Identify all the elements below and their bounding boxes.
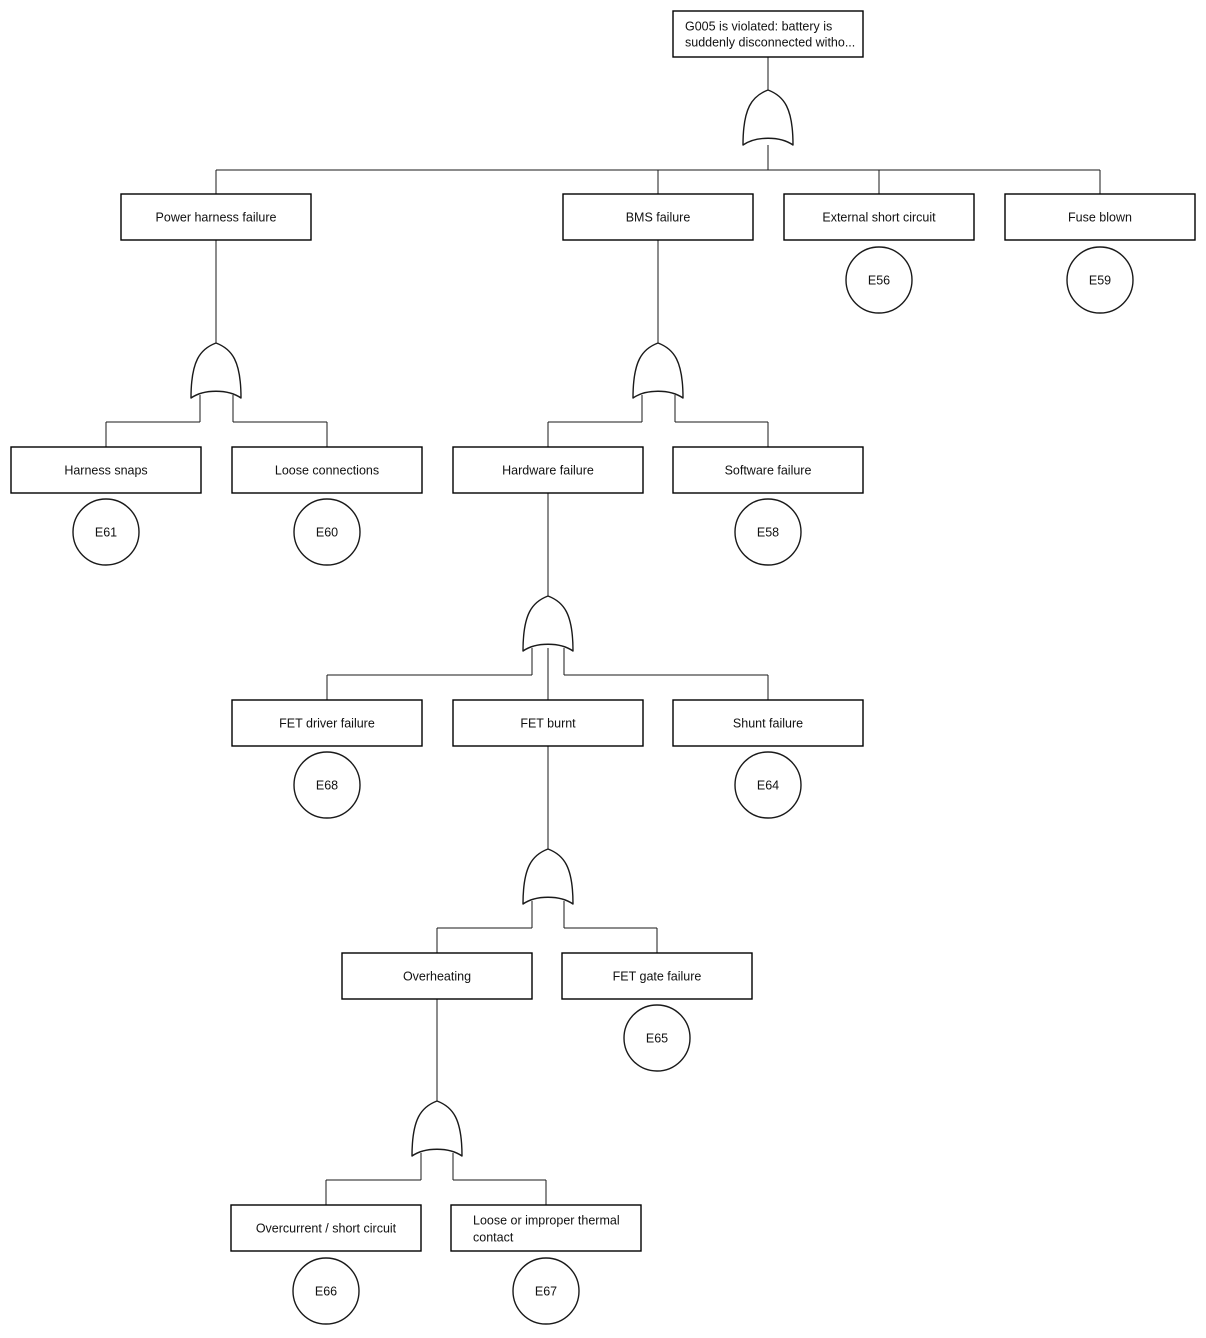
- node-bms-failure[interactable]: [562, 193, 754, 241]
- basic-events-layer: E56 E59 E61 E60 E58 E68 E64 E65 E66 E67: [72, 246, 1134, 1325]
- node-software-failure-label: Software failure: [725, 463, 812, 477]
- node-power-harness-failure-label: Power harness failure: [156, 210, 277, 224]
- edges-layer: [105, 57, 1101, 1205]
- node-software-failure[interactable]: [672, 446, 864, 494]
- node-external-short-circuit-label: External short circuit: [822, 210, 936, 224]
- node-fet-burnt[interactable]: [452, 699, 644, 747]
- node-fet-driver-failure[interactable]: [231, 699, 423, 747]
- basic-event-e67[interactable]: [512, 1257, 580, 1325]
- nodes-layer: G005 is violated: battery is suddenly di…: [10, 10, 1196, 1252]
- or-gate-hardware[interactable]: [522, 595, 574, 652]
- node-top-event-line2: suddenly disconnected witho...: [685, 35, 855, 49]
- node-shunt-failure-label: Shunt failure: [733, 716, 803, 730]
- basic-event-e64[interactable]: [734, 751, 802, 819]
- node-harness-snaps[interactable]: [10, 446, 202, 494]
- basic-event-e68-label: E68: [316, 778, 338, 792]
- basic-event-e58-label: E58: [757, 525, 779, 539]
- basic-event-e59[interactable]: [1066, 246, 1134, 314]
- node-bms-failure-label: BMS failure: [626, 210, 691, 224]
- node-fet-driver-failure-label: FET driver failure: [279, 716, 375, 730]
- or-gate-fet-burnt[interactable]: [522, 848, 574, 905]
- node-hardware-failure-label: Hardware failure: [502, 463, 594, 477]
- node-overcurrent-short-circuit-label: Overcurrent / short circuit: [256, 1221, 397, 1235]
- node-hardware-failure[interactable]: [452, 446, 644, 494]
- or-gate-bms[interactable]: [632, 342, 684, 399]
- node-fuse-blown[interactable]: [1004, 193, 1196, 241]
- gates-layer: [190, 89, 794, 1157]
- node-fet-gate-failure-label: FET gate failure: [613, 969, 702, 983]
- node-harness-snaps-label: Harness snaps: [64, 463, 147, 477]
- or-gate-top[interactable]: [742, 89, 794, 146]
- node-overheating[interactable]: [341, 952, 533, 1000]
- basic-event-e59-label: E59: [1089, 273, 1111, 287]
- basic-event-e68[interactable]: [293, 751, 361, 819]
- or-gate-power-harness[interactable]: [190, 342, 242, 399]
- node-power-harness-failure[interactable]: [120, 193, 312, 241]
- node-loose-thermal-contact-line2: contact: [473, 1230, 514, 1244]
- basic-event-e67-label: E67: [535, 1284, 557, 1298]
- node-overheating-label: Overheating: [403, 969, 471, 983]
- node-loose-thermal-contact[interactable]: [450, 1204, 642, 1252]
- basic-event-e61[interactable]: [72, 498, 140, 566]
- node-loose-thermal-contact-line1: Loose or improper thermal: [473, 1213, 620, 1227]
- or-gate-overheating[interactable]: [411, 1100, 463, 1157]
- node-overcurrent-short-circuit[interactable]: [230, 1204, 422, 1252]
- basic-event-e64-label: E64: [757, 778, 779, 792]
- basic-event-e56[interactable]: [845, 246, 913, 314]
- node-loose-connections-label: Loose connections: [275, 463, 379, 477]
- node-external-short-circuit[interactable]: [783, 193, 975, 241]
- basic-event-e60[interactable]: [293, 498, 361, 566]
- node-fet-burnt-label: FET burnt: [520, 716, 576, 730]
- node-top-event[interactable]: [672, 10, 864, 58]
- basic-event-e60-label: E60: [316, 525, 338, 539]
- node-fuse-blown-label: Fuse blown: [1068, 210, 1132, 224]
- basic-event-e58[interactable]: [734, 498, 802, 566]
- node-loose-connections[interactable]: [231, 446, 423, 494]
- node-shunt-failure[interactable]: [672, 699, 864, 747]
- basic-event-e56-label: E56: [868, 273, 890, 287]
- basic-event-e65[interactable]: [623, 1004, 691, 1072]
- basic-event-e65-label: E65: [646, 1031, 668, 1045]
- basic-event-e66[interactable]: [292, 1257, 360, 1325]
- node-top-event-line1: G005 is violated: battery is: [685, 19, 832, 33]
- basic-event-e66-label: E66: [315, 1284, 337, 1298]
- node-fet-gate-failure[interactable]: [561, 952, 753, 1000]
- basic-event-e61-label: E61: [95, 525, 117, 539]
